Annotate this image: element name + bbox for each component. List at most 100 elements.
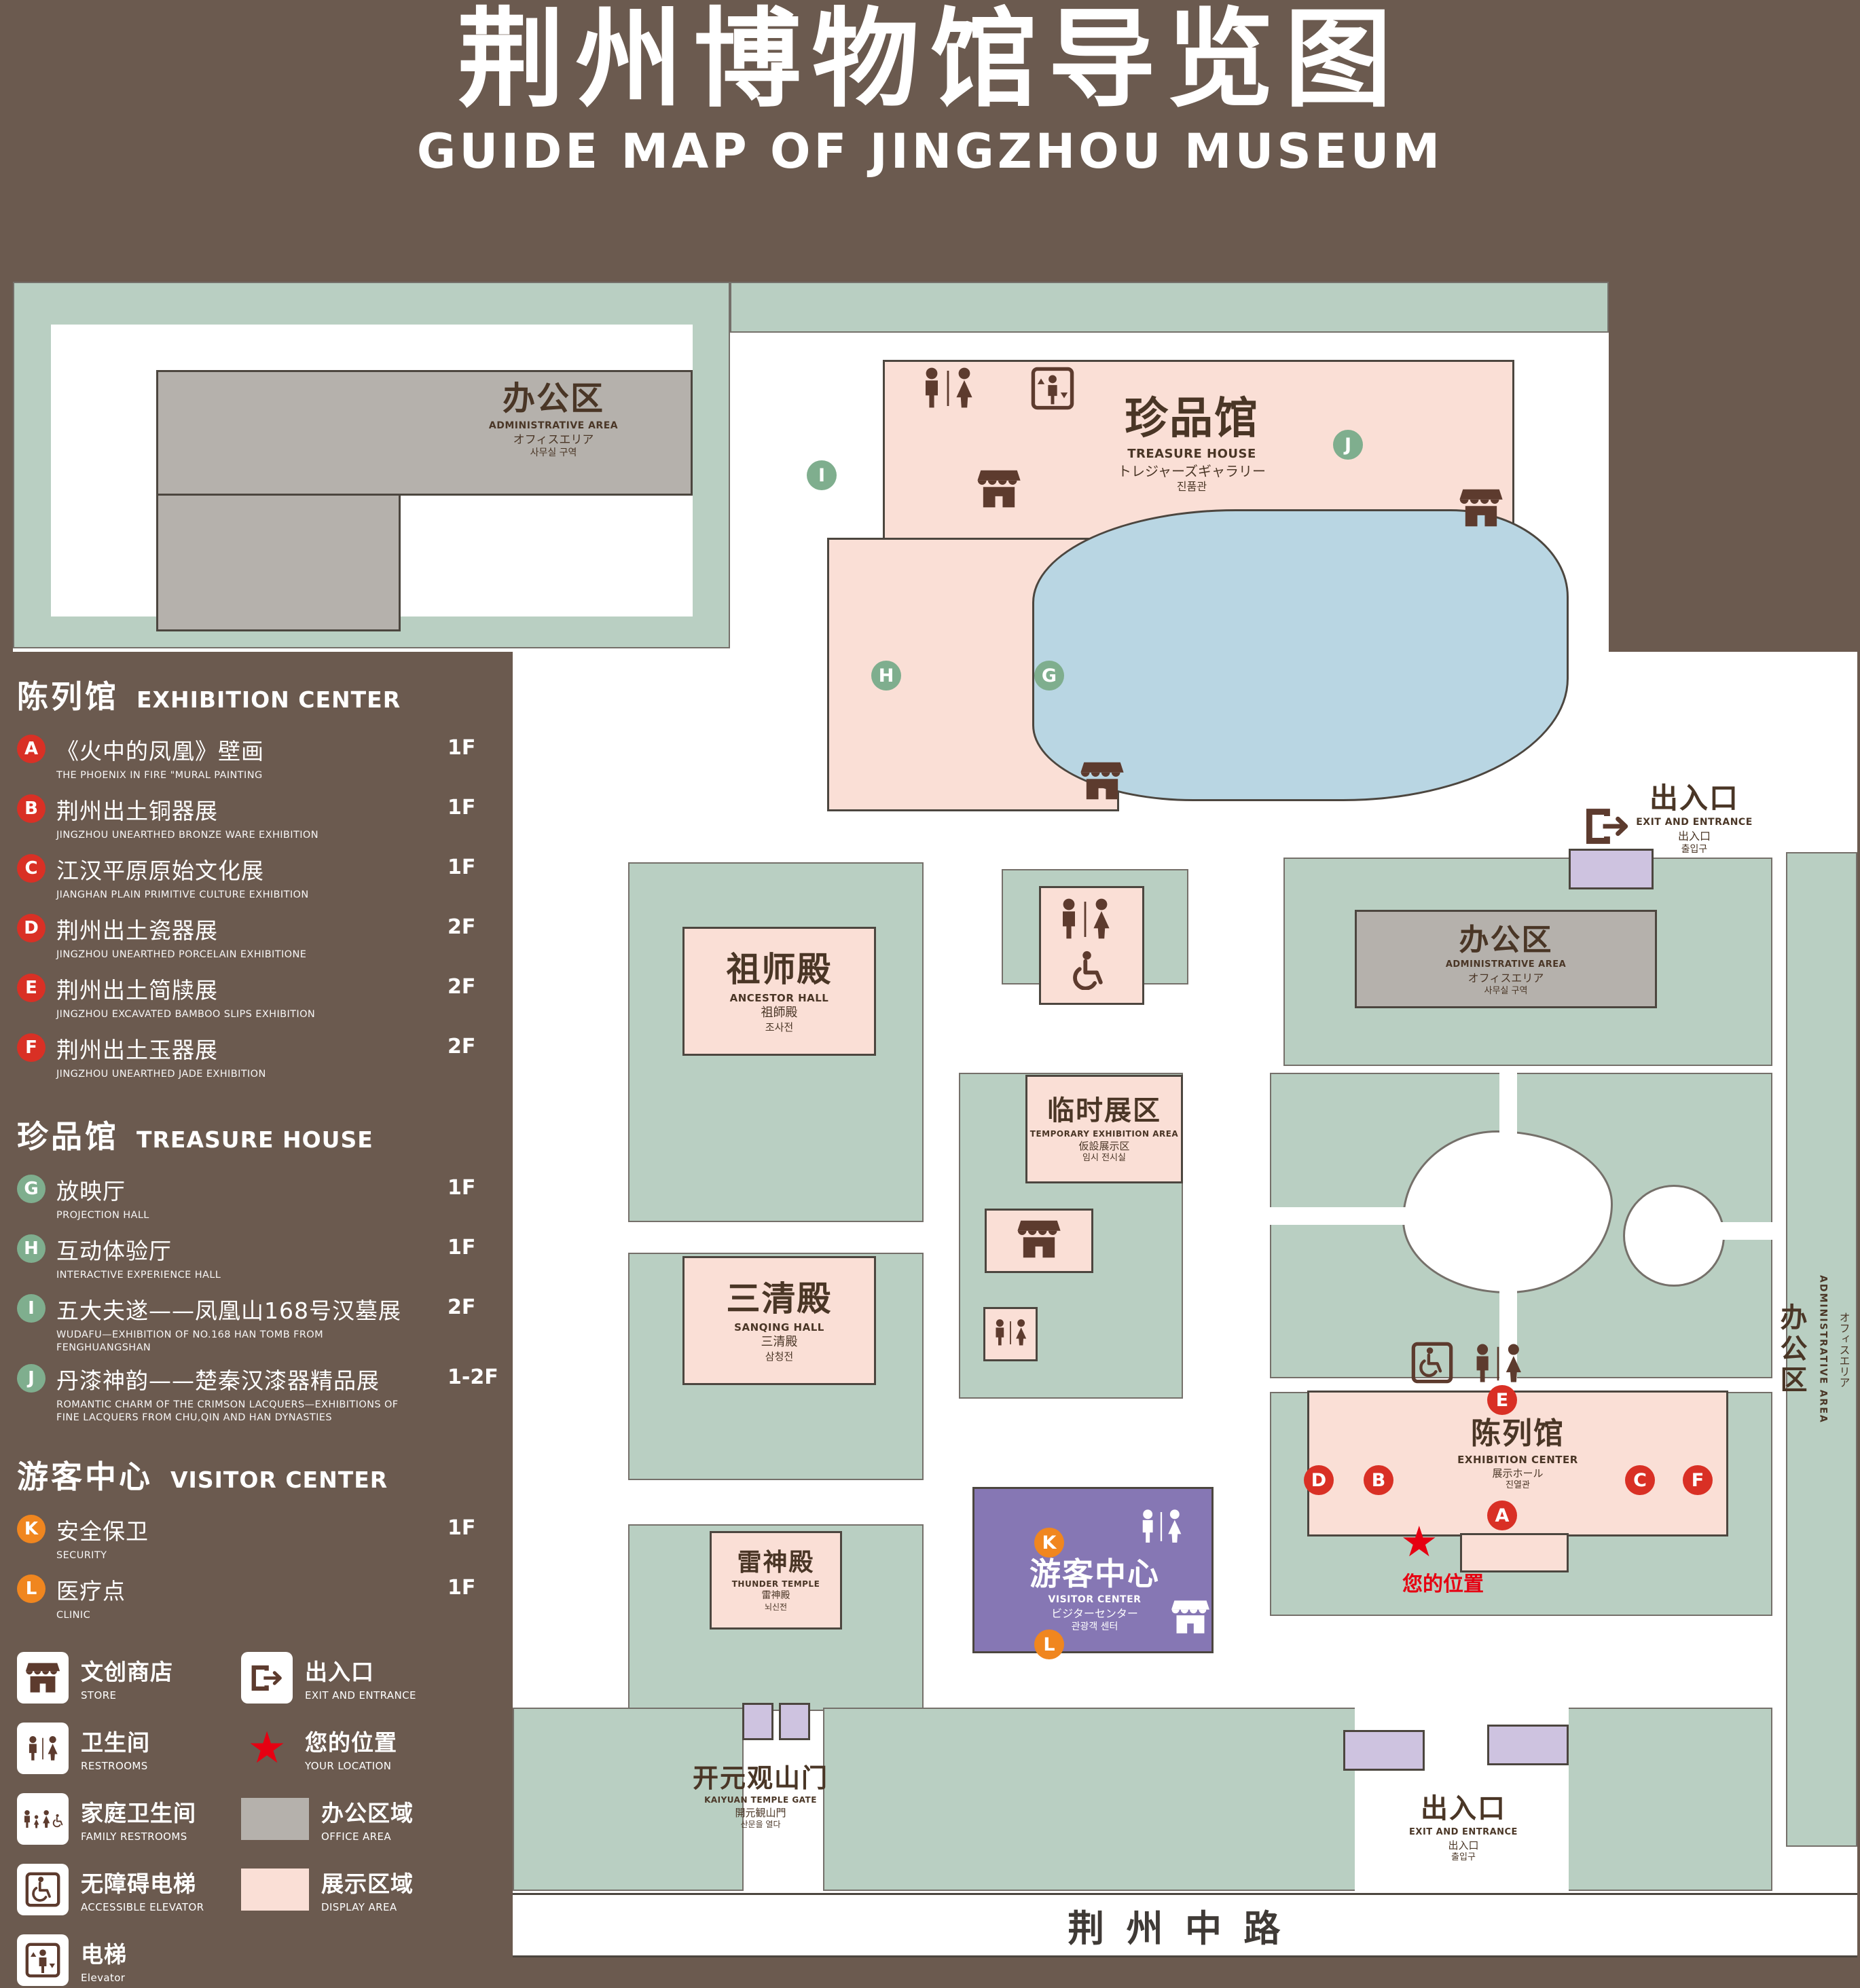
elevator-icon (17, 1934, 69, 1987)
marker-badge-b: B (17, 794, 45, 823)
admin-right-label-en: ADMINISTRATIVE AREA (1817, 1275, 1829, 1424)
store-icon (977, 468, 1021, 509)
marker-badge-j: J (17, 1363, 45, 1393)
green-block-bottom-left (513, 1708, 744, 1891)
legend-item: A 《火中的凤凰》壁画 THE PHOENIX IN FIRE "MURAL P… (17, 733, 505, 785)
header: 荆州博物馆导览图 GUIDE MAP OF JINGZHOU MUSEUM (0, 0, 1860, 179)
store-icon (1459, 487, 1503, 528)
entrance-bottom-building (1343, 1730, 1425, 1771)
restroom-icon (990, 1319, 1031, 1347)
gate-pillar (742, 1703, 773, 1740)
temporary-exhibition-label: 临时展区 TEMPORARY EXHIBITION AREA 仮設展示区 임시 … (1029, 1094, 1179, 1164)
map-marker-b: B (1364, 1465, 1393, 1495)
legend-section-header-visitor: 游客中心 VISITOR CENTER (17, 1458, 388, 1496)
road: 荆州中路 (513, 1893, 1857, 1957)
your-location-star: ★ (1400, 1517, 1438, 1566)
symbol-store: 文创商店 STORE (17, 1652, 241, 1704)
gate-pillar (779, 1703, 810, 1740)
legend-item: K 安全保卫 SECURITY 1F (17, 1513, 505, 1565)
marker-badge-c: C (17, 854, 45, 883)
visitor-center-label: 游客中心 VISITOR CENTER ビジターセンター 관광객 센터 (1029, 1556, 1160, 1632)
admin-right-label-cn: 办公区 (1775, 1302, 1807, 1397)
symbol-office-area: 办公区域 OFFICE AREA (241, 1793, 505, 1845)
legend-item: J 丹漆神韵——楚秦汉漆器精品展 ROMANTIC CHARM OF THE C… (17, 1363, 505, 1424)
symbol-display-area: 展示区域 DISPLAY AREA (241, 1864, 505, 1915)
thunder-temple-label: 雷神殿 THUNDER TEMPLE 雷神殿 뇌신전 (731, 1548, 820, 1613)
admin-top-label: 办公区 ADMINISTRATIVE AREA オフィスエリア 사무실 구역 (488, 380, 619, 459)
marker-badge-i: I (17, 1294, 45, 1323)
map-marker-i: I (807, 460, 837, 490)
legend-item: I 五大夫遂——凤凰山168号汉墓展 WUDAFU—EXHIBITION OF … (17, 1293, 505, 1355)
family-restroom-icon (17, 1793, 69, 1845)
gate-label: 开元观山门 KAIYUAN TEMPLE GATE 開元観山門 산문을 열다 (692, 1763, 828, 1830)
temporary-store-building (985, 1209, 1093, 1273)
exit-icon (1581, 805, 1634, 847)
entrance-bottom-building (1487, 1725, 1569, 1765)
marker-badge-k: K (17, 1515, 45, 1544)
admin-right-label-jp: オフィスエリア (1837, 1311, 1850, 1388)
exhibition-center-building-tab (1460, 1533, 1569, 1572)
map-marker-j: J (1333, 430, 1363, 460)
elevator-icon (1031, 367, 1074, 410)
green-block-top-band (730, 282, 1609, 333)
symbol-elevator: 电梯 Elevator (17, 1934, 241, 1987)
admin-mid-label: 办公区 ADMINISTRATIVE AREA オフィスエリア 사무실 구역 (1445, 922, 1567, 996)
temporary-exhibition-building: 临时展区 TEMPORARY EXHIBITION AREA 仮設展示区 임시 … (1025, 1075, 1183, 1183)
legend-item: D 荆州出土瓷器展 JINGZHOU UNEARTHED PORCELAIN E… (17, 913, 505, 964)
map-marker-e: E (1487, 1385, 1517, 1415)
marker-badge-g: G (17, 1175, 45, 1203)
sanqing-hall-label: 三清殿 SANQING HALL 三清殿 삼청전 (726, 1278, 833, 1363)
store-icon (17, 1652, 69, 1704)
page-title: 荆州博物馆导览图 (457, 0, 1403, 122)
ancestor-hall-label: 祖师殿 ANCESTOR HALL 祖師殿 조사전 (726, 949, 833, 1033)
map-marker-c: C (1625, 1465, 1655, 1495)
garden-path (1499, 1073, 1517, 1141)
map-marker-d: D (1304, 1465, 1334, 1495)
marker-badge-f: F (17, 1033, 45, 1062)
office-area-swatch (241, 1798, 309, 1841)
page-subtitle: GUIDE MAP OF JINGZHOU MUSEUM (416, 123, 1444, 179)
symbol-family-restroom: 家庭卫生间 FAMILY RESTROOMS (17, 1793, 241, 1845)
marker-badge-a: A (17, 735, 45, 763)
garden-pond-small (1623, 1185, 1725, 1287)
map-marker-f: F (1683, 1465, 1713, 1495)
marker-badge-d: D (17, 914, 45, 942)
store-icon (1171, 1599, 1210, 1635)
legend-item: H 互动体验厅 INTERACTIVE EXPERIENCE HALL 1F (17, 1233, 505, 1285)
legend-item: E 荆州出土简牍展 JINGZHOU EXCAVATED BAMBOO SLIP… (17, 972, 505, 1024)
accessible-icon (1072, 951, 1108, 990)
exhibition-center-building (1307, 1391, 1728, 1536)
symbol-accessible-elevator: 无障碍电梯 ACCESSIBLE ELEVATOR (17, 1864, 241, 1916)
map-marker-h: H (871, 661, 901, 691)
lake (1032, 509, 1569, 801)
garden-pond (1402, 1130, 1613, 1293)
exit-icon (241, 1652, 293, 1704)
sanqing-hall-building: 三清殿 SANQING HALL 三清殿 삼청전 (682, 1256, 876, 1385)
symbol-restroom: 卫生间 RESTROOMS (17, 1723, 241, 1775)
restroom-icon (1135, 1509, 1187, 1545)
map-marker-l: L (1034, 1630, 1064, 1659)
location-star-icon: ★ (247, 1723, 287, 1774)
legend-item: G 放映厅 PROJECTION HALL 1F (17, 1173, 505, 1225)
admin-top-building (156, 370, 693, 496)
restroom-icon (917, 367, 979, 410)
road-name: 荆州中路 (1068, 1907, 1302, 1950)
accessible-elevator-icon (17, 1864, 69, 1916)
green-block-bottom-right (823, 1708, 1772, 1891)
thunder-temple-building: 雷神殿 THUNDER TEMPLE 雷神殿 뇌신전 (710, 1531, 842, 1630)
map-marker-k: K (1034, 1528, 1064, 1558)
restroom-icon (1468, 1343, 1528, 1384)
admin-mid-building: 办公区 ADMINISTRATIVE AREA オフィスエリア 사무실 구역 (1355, 910, 1657, 1008)
accessible-elevator-icon (1411, 1342, 1453, 1384)
map-marker-g: G (1034, 661, 1064, 691)
visitor-center-building (972, 1487, 1214, 1653)
marker-badge-e: E (17, 974, 45, 1002)
garden-path (1270, 1207, 1412, 1225)
map-marker-a: A (1487, 1501, 1517, 1530)
exit-bottom-label: 出入口 EXIT AND ENTRANCE 出入口 출입구 (1409, 1793, 1518, 1862)
symbol-exit: 出入口 EXIT AND ENTRANCE (241, 1652, 505, 1704)
legend-item: B 荆州出土铜器展 JINGZHOU UNEARTHED BRONZE WARE… (17, 793, 505, 845)
symbol-legend: 文创商店 STORE 出入口 EXIT AND ENTRANCE 卫生间 RES… (17, 1652, 505, 1987)
treasure-house-label: 珍品馆 TREASURE HOUSE トレジャーズギャラリー 진품관 (1118, 394, 1266, 494)
